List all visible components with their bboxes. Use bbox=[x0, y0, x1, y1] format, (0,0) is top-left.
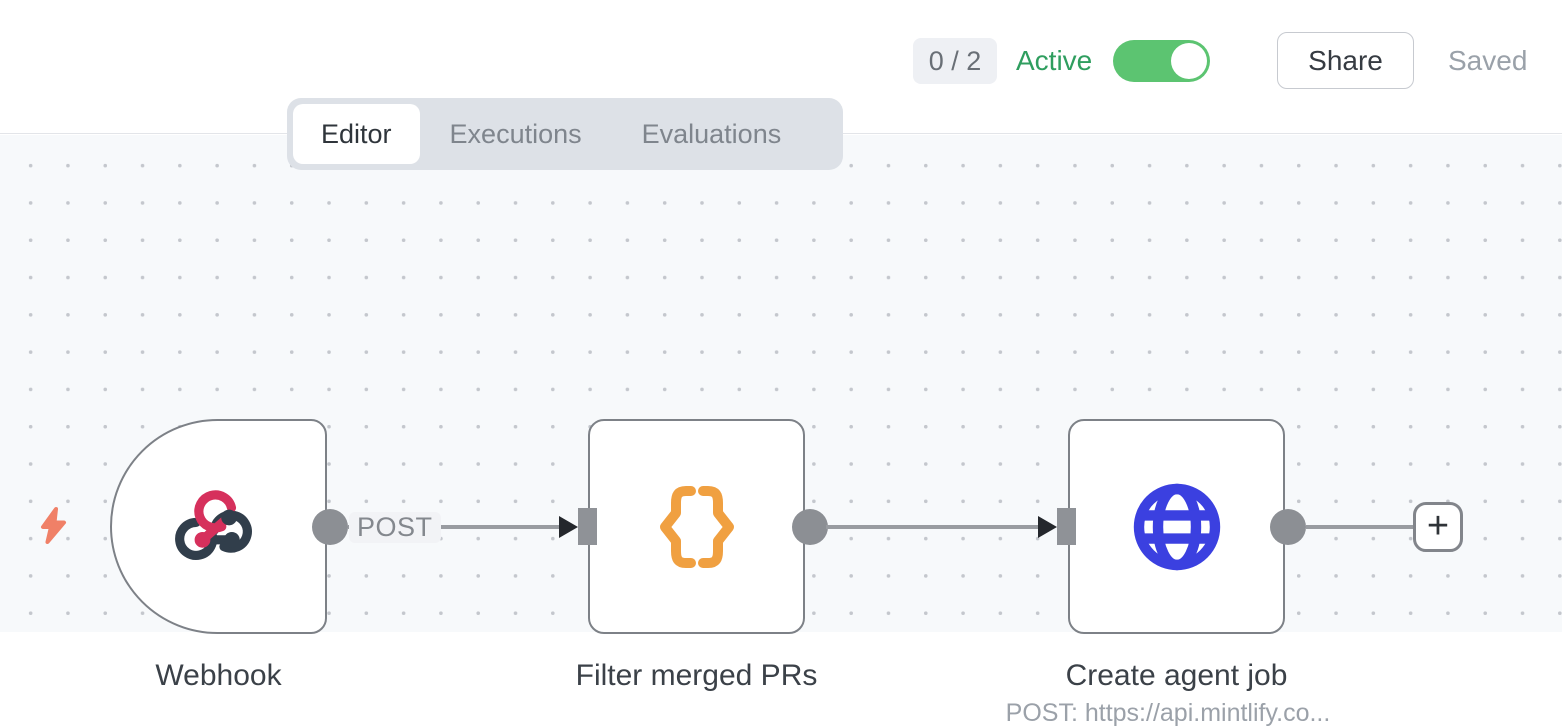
input-handle-filter[interactable] bbox=[578, 508, 597, 545]
node-label-http: Create agent job bbox=[1065, 659, 1288, 692]
node-label-filter: Filter merged PRs bbox=[575, 659, 818, 692]
input-handle-http[interactable] bbox=[1057, 508, 1076, 545]
connection-http-add bbox=[1306, 525, 1415, 529]
node-label-webhook: Webhook bbox=[155, 659, 282, 692]
lightning-bolt-icon bbox=[41, 507, 66, 544]
globe-icon bbox=[1133, 483, 1220, 570]
workflow-canvas[interactable]: POST + Webhook Filter merged PRs Create … bbox=[0, 135, 1562, 727]
connection-post-label: POST bbox=[349, 512, 441, 543]
tab-evaluations[interactable]: Evaluations bbox=[641, 118, 782, 149]
node-filter-merged-prs[interactable] bbox=[588, 419, 805, 634]
toggle-knob bbox=[1171, 43, 1207, 79]
node-sublabel-http: POST: https://api.mintlify.co... bbox=[1005, 699, 1331, 727]
tab-editor[interactable]: Editor bbox=[293, 104, 420, 164]
active-label: Active bbox=[1016, 45, 1093, 76]
node-create-agent-job[interactable] bbox=[1068, 419, 1285, 634]
node-webhook[interactable] bbox=[110, 419, 327, 634]
connection-filter-http[interactable] bbox=[826, 525, 1040, 529]
saved-status: Saved bbox=[1448, 45, 1528, 76]
webhook-icon bbox=[174, 489, 252, 560]
curly-braces-icon bbox=[659, 485, 734, 568]
share-button[interactable]: Share bbox=[1277, 32, 1414, 89]
tab-executions[interactable]: Executions bbox=[449, 118, 582, 149]
add-node-button[interactable]: + bbox=[1413, 502, 1463, 552]
output-handle-filter[interactable] bbox=[792, 509, 828, 545]
output-handle-webhook[interactable] bbox=[312, 509, 348, 545]
connection-arrowhead bbox=[559, 516, 578, 538]
workflow-active-toggle[interactable] bbox=[1113, 40, 1210, 82]
connection-arrowhead bbox=[1038, 516, 1057, 538]
connection-webhook-filter[interactable] bbox=[348, 525, 561, 529]
view-tabbar: Editor Executions Evaluations bbox=[287, 98, 843, 170]
selection-count-badge: 0 / 2 bbox=[913, 38, 997, 84]
output-handle-http[interactable] bbox=[1270, 509, 1306, 545]
